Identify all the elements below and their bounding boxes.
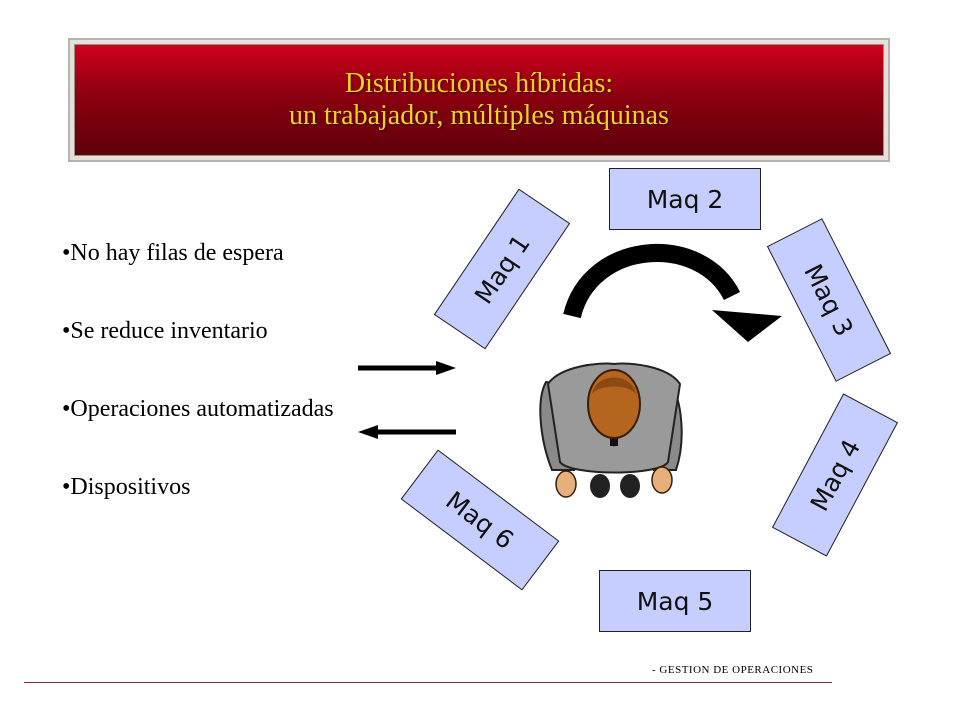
bullet-item: •Dispositivos [62,474,191,500]
bullet-item: •Operaciones automatizadas [62,396,334,422]
machine-box-2: Maq 2 [609,168,761,230]
arrow-left [358,425,456,439]
footer-divider [24,682,832,683]
machine-box-5: Maq 5 [599,570,751,632]
bullet-list: •No hay filas de espera •Se reduce inven… [62,230,334,542]
arrow-right [358,361,456,375]
title-line-1: Distribuciones híbridas: [344,68,614,99]
curved-arrow [563,244,782,342]
title-line-2: un trabajador, múltiples máquinas [289,100,669,131]
title-banner: Distribuciones híbridas: un trabajador, … [68,38,890,162]
worker-figure [539,362,683,498]
bullet-item: •Se reduce inventario [62,318,268,344]
bullet-item: •No hay filas de espera [62,240,284,266]
title-banner-inner: Distribuciones híbridas: un trabajador, … [74,44,884,156]
footer-text: - GESTION DE OPERACIONES [652,664,814,676]
